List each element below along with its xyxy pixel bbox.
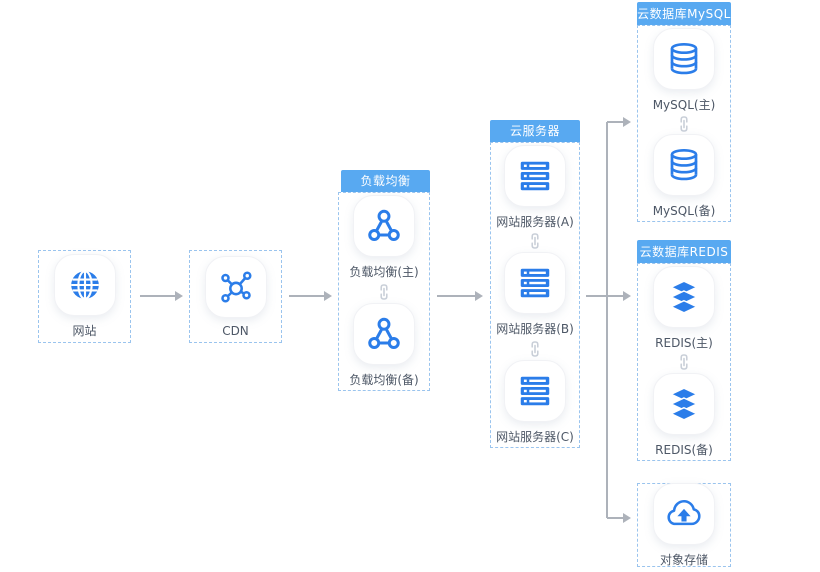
arrow-load-balancer-to-cloud-server <box>437 291 483 301</box>
node-label: 网站服务器(C) <box>496 429 574 444</box>
node-mysql-backup: MySQL(备) <box>652 134 716 219</box>
node-label: 网站服务器(A) <box>496 215 574 230</box>
ha-link-icon <box>528 232 542 250</box>
server-rack-icon <box>503 145 566 208</box>
node-web-server-c: 网站服务器(C) <box>496 359 574 445</box>
redis-group-box: REDIS(主) REDIS(备 <box>637 263 731 461</box>
website-box: 网站 <box>38 250 131 343</box>
node-load-balancer-backup: 负载均衡(备) <box>349 302 419 388</box>
load-balancer-icon <box>353 195 415 258</box>
node-label: 网站 <box>72 324 97 338</box>
node-redis-backup: REDIS(备) <box>653 373 715 458</box>
cloud-upload-icon <box>653 482 715 545</box>
mysql-group-header: 云数据库MySQL <box>637 2 731 25</box>
cdn-box: CDN <box>189 250 282 343</box>
network-hub-icon <box>204 255 267 318</box>
load-balancer-group-box: 负载均衡(主) <box>338 192 430 391</box>
node-redis-primary: REDIS(主) <box>653 266 715 351</box>
arrow-branch-to-mysql <box>607 117 631 127</box>
layer-stack-icon <box>653 373 715 435</box>
load-balancer-icon <box>353 302 415 365</box>
node-label: REDIS(主) <box>655 336 713 350</box>
node-label: 网站服务器(B) <box>496 322 574 337</box>
globe-icon <box>53 254 116 316</box>
ha-link-icon <box>677 115 691 133</box>
node-mysql-primary: MySQL(主) <box>652 27 716 113</box>
arrow-cdn-to-load-balancer <box>289 291 332 301</box>
cloud-server-group-header: 云服务器 <box>490 120 580 142</box>
node-label: 负载均衡(备) <box>349 372 419 387</box>
cloud-server-group-box: 网站服务器(A) <box>490 142 580 448</box>
node-label: REDIS(备) <box>655 443 713 457</box>
ha-link-icon <box>528 340 542 358</box>
ha-link-icon <box>677 353 691 371</box>
node-website: 网站 <box>53 254 116 339</box>
node-label: 对象存储 <box>659 552 708 567</box>
object-storage-box: 对象存储 <box>637 482 731 568</box>
arrow-cloud-server-to-redis <box>586 291 631 301</box>
node-web-server-a: 网站服务器(A) <box>496 145 574 230</box>
node-label: 负载均衡(主) <box>349 265 419 280</box>
arrow-branch-to-object-storage <box>607 513 631 523</box>
ha-link-icon <box>377 283 391 301</box>
redis-group-header: 云数据库REDIS <box>637 240 731 263</box>
node-web-server-b: 网站服务器(B) <box>496 252 574 337</box>
mysql-group-box: MySQL(主) <box>637 25 731 222</box>
node-label: CDN <box>222 323 249 338</box>
branch-trunk-line <box>606 122 608 518</box>
node-label: MySQL(备) <box>652 204 716 219</box>
node-object-storage: 对象存储 <box>653 482 715 568</box>
database-icon <box>652 134 715 197</box>
arrow-website-to-cdn <box>140 291 183 301</box>
database-icon <box>652 27 715 90</box>
server-rack-icon <box>503 252 566 315</box>
node-cdn: CDN <box>204 255 267 338</box>
load-balancer-group-header: 负载均衡 <box>341 170 430 192</box>
server-rack-icon <box>504 359 566 422</box>
node-load-balancer-primary: 负载均衡(主) <box>349 195 419 280</box>
layer-stack-icon <box>653 266 715 328</box>
node-label: MySQL(主) <box>652 97 716 112</box>
